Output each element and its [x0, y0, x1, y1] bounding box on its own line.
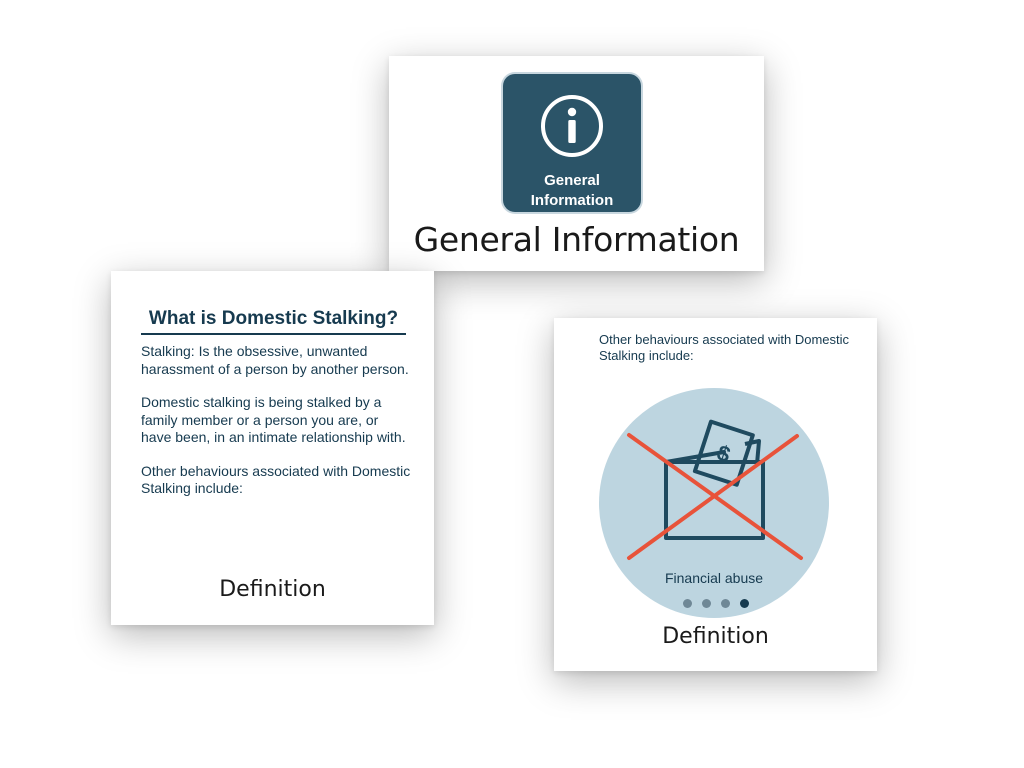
financial-abuse-label: Financial abuse: [664, 570, 764, 586]
general-information-card: General Information General Information: [389, 56, 764, 271]
definition-caption: Definition: [219, 577, 326, 602]
carousel-dot[interactable]: [682, 599, 692, 608]
carousel-pagination: [554, 599, 877, 608]
definition-card-illustration: Other behaviours associated with Domesti…: [554, 318, 877, 671]
general-information-app-tile[interactable]: General Information: [503, 74, 641, 212]
definition-paragraph: Domestic stalking is being stalked by a …: [141, 394, 406, 445]
definition-heading: What is Domestic Stalking?: [141, 307, 406, 335]
carousel-dot-active[interactable]: [739, 599, 749, 608]
definition-body: Stalking: Is the obsessive, unwanted har…: [141, 343, 411, 514]
info-circle-icon: [541, 95, 603, 157]
tile-label: General Information: [503, 171, 641, 211]
definition-paragraph: Other behaviours associated with Domesti…: [141, 462, 411, 497]
definition-card-text: What is Domestic Stalking? Stalking: Is …: [111, 271, 434, 625]
definition-caption: Definition: [662, 624, 769, 649]
tile-label-line2: Information: [530, 192, 614, 209]
tile-label-line1: General: [544, 172, 600, 189]
financial-abuse-illustration[interactable]: $ Financial abuse: [599, 388, 829, 618]
carousel-dot[interactable]: [701, 599, 711, 608]
wallet-with-money-crossed-out-icon: $: [627, 419, 803, 560]
carousel-dot[interactable]: [720, 599, 730, 608]
general-information-caption: General Information: [413, 220, 740, 259]
definition-paragraph: Stalking: Is the obsessive, unwanted har…: [141, 343, 409, 377]
behaviours-intro-text: Other behaviours associated with Domesti…: [599, 332, 850, 363]
